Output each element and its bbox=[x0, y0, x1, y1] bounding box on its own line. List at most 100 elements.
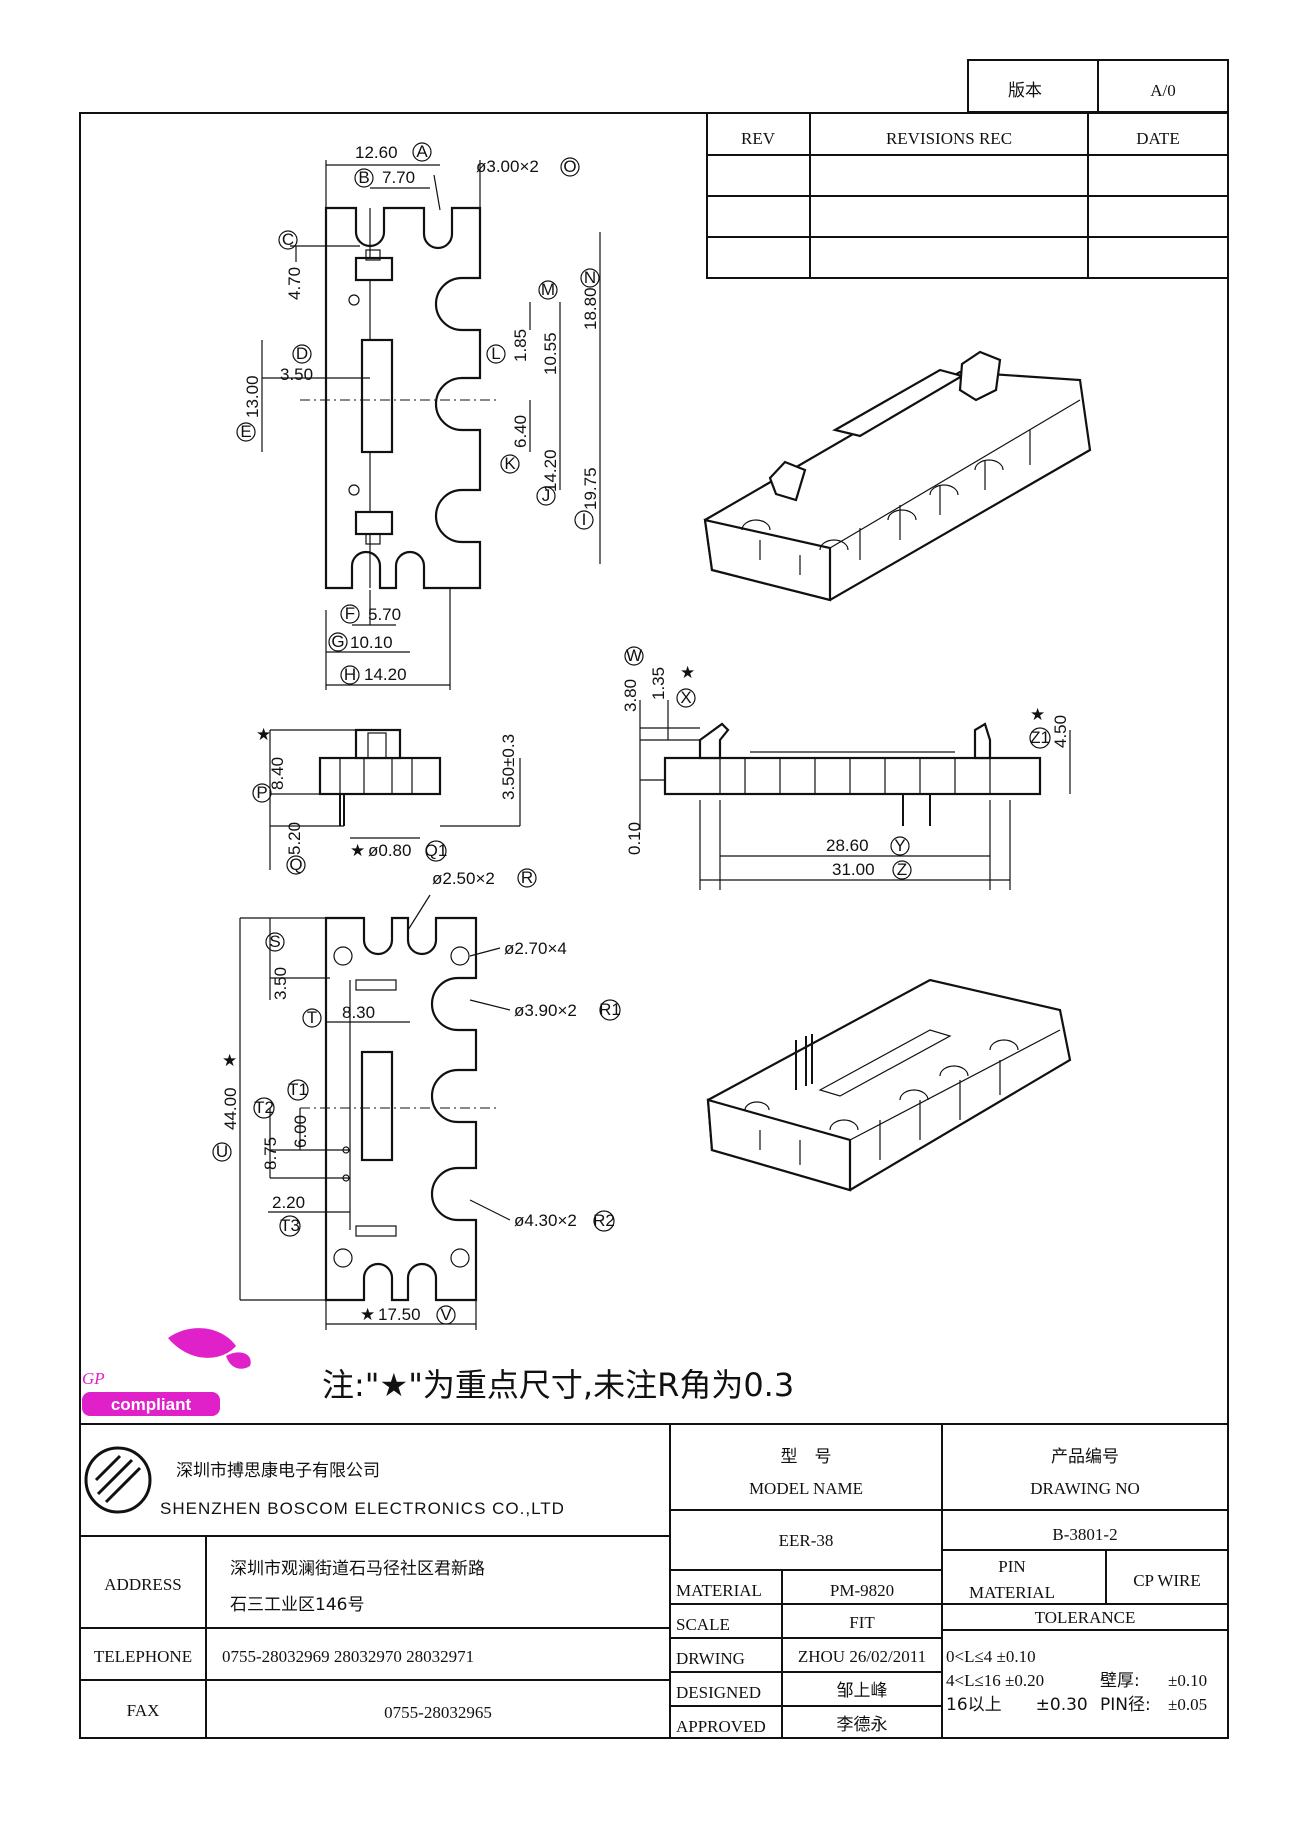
callout-i: I bbox=[574, 510, 594, 530]
address-label: ADDRESS bbox=[104, 1575, 181, 1594]
svg-text:Y: Y bbox=[894, 836, 905, 855]
top-view: 12.60 7.70 ø3.00×2 4.70 18.80 1.85 10.55… bbox=[236, 142, 601, 690]
svg-text:Q: Q bbox=[289, 855, 302, 874]
compliant-text: compliant bbox=[111, 1395, 192, 1414]
pin-diameter-label: PIN径: bbox=[1100, 1695, 1151, 1715]
dim-o: ø3.00×2 bbox=[476, 157, 539, 176]
svg-text:W: W bbox=[626, 646, 642, 665]
side-view: 3.80 1.35 ★ 4.50 ★ 0.10 28.60 31.00 W X … bbox=[621, 646, 1071, 890]
version-value: A/0 bbox=[1150, 81, 1176, 100]
callout-d: D bbox=[292, 344, 312, 364]
svg-text:Z: Z bbox=[897, 860, 907, 879]
wall-thickness-value: ±0.10 bbox=[1168, 1671, 1207, 1690]
drwing-value: ZHOU 26/02/2011 bbox=[798, 1647, 926, 1666]
callout-j: J bbox=[536, 486, 556, 506]
bottom-view: ø2.50×2 ø2.70×4 3.50 8.30 ø3.90×2 ★ 44.0… bbox=[212, 868, 621, 1330]
svg-text:H: H bbox=[344, 665, 356, 684]
callout-b: B bbox=[354, 168, 374, 188]
dim-c: 4.70 bbox=[285, 267, 304, 300]
svg-text:N: N bbox=[584, 268, 596, 287]
star-q1: ★ bbox=[350, 841, 365, 860]
svg-text:T1: T1 bbox=[288, 1080, 308, 1099]
svg-text:Z1: Z1 bbox=[1030, 728, 1050, 747]
callout-r2: R2 bbox=[593, 1210, 615, 1232]
svg-text:A: A bbox=[416, 142, 428, 161]
callout-k: K bbox=[500, 454, 520, 474]
dim-w: 3.80 bbox=[621, 679, 640, 712]
dim-b: 7.70 bbox=[382, 168, 415, 187]
fax-value: 0755-28032965 bbox=[384, 1703, 492, 1722]
drawing-no-en: DRAWING NO bbox=[1030, 1479, 1140, 1498]
star-p: ★ bbox=[256, 725, 271, 744]
callout-r1: R1 bbox=[599, 999, 621, 1021]
material-value: PM-9820 bbox=[830, 1581, 894, 1600]
dim-t1t2: 6.00 bbox=[291, 1115, 310, 1148]
dim-x: 1.35 bbox=[649, 667, 668, 700]
svg-text:J: J bbox=[542, 486, 551, 505]
company-logo bbox=[84, 1446, 152, 1514]
revisions-table: REV REVISIONS REC DATE bbox=[706, 112, 1229, 279]
dim-q: 5.20 bbox=[285, 822, 304, 855]
dim-010: 0.10 bbox=[625, 822, 644, 855]
dim-holes: ø2.70×4 bbox=[504, 939, 567, 958]
svg-text:E: E bbox=[240, 422, 251, 441]
wall-thickness-label: 壁厚: bbox=[1100, 1671, 1140, 1691]
star-v: ★ bbox=[360, 1305, 375, 1324]
pin-value: CP WIRE bbox=[1133, 1571, 1201, 1590]
svg-text:B: B bbox=[358, 168, 369, 187]
callout-o: O bbox=[560, 157, 580, 177]
tolerance-label: TOLERANCE bbox=[1035, 1608, 1136, 1627]
callout-g: G bbox=[328, 632, 348, 652]
callout-t3: T3 bbox=[279, 1215, 301, 1237]
callout-z: Z bbox=[892, 860, 912, 880]
svg-text:I: I bbox=[582, 510, 587, 529]
address-line2: 石三工业区146号 bbox=[230, 1595, 364, 1615]
drawing-border bbox=[79, 112, 1229, 1739]
dim-y: 28.60 bbox=[826, 836, 869, 855]
svg-text:T: T bbox=[307, 1008, 317, 1027]
callout-t1: T1 bbox=[287, 1079, 309, 1101]
front-view: 8.40 ★ 3.50±0.3 5.20 ★ ø0.80 P Q Q1 bbox=[252, 725, 521, 875]
isometric-view-top bbox=[703, 350, 1092, 602]
telephone-label: TELEPHONE bbox=[94, 1647, 192, 1666]
callout-s: S bbox=[265, 932, 285, 952]
callout-u: U bbox=[212, 1142, 232, 1162]
dim-d: 3.50 bbox=[280, 365, 313, 384]
fax-label: FAX bbox=[127, 1701, 160, 1720]
dim-z1: 4.50 bbox=[1051, 715, 1070, 748]
svg-text:K: K bbox=[504, 454, 516, 473]
dim-r2: ø4.30×2 bbox=[514, 1211, 577, 1230]
callout-q1: Q1 bbox=[425, 840, 447, 862]
dim-g: 10.10 bbox=[350, 633, 393, 652]
callout-n: N bbox=[580, 268, 600, 288]
designed-label: DESIGNED bbox=[676, 1683, 761, 1702]
pin-label-2: MATERIAL bbox=[969, 1583, 1055, 1602]
star-u: ★ bbox=[222, 1051, 237, 1070]
tolerance-row-1: 0<L≤4 ±0.10 bbox=[946, 1647, 1036, 1666]
dim-t3: 2.20 bbox=[272, 1193, 305, 1212]
dim-q1: ø0.80 bbox=[368, 841, 411, 860]
svg-text:P: P bbox=[256, 783, 267, 802]
dim-u: 44.00 bbox=[221, 1087, 240, 1130]
svg-text:C: C bbox=[282, 230, 294, 249]
callout-q: Q bbox=[286, 855, 306, 875]
svg-text:X: X bbox=[680, 688, 691, 707]
callout-l: L bbox=[486, 344, 506, 364]
dim-m-n: 18.80 bbox=[581, 287, 600, 330]
callout-h: H bbox=[340, 665, 360, 685]
callout-y: Y bbox=[890, 836, 910, 856]
svg-text:T3: T3 bbox=[280, 1216, 300, 1235]
svg-text:F: F bbox=[345, 604, 355, 623]
callout-m: M bbox=[538, 280, 558, 300]
callout-t: T bbox=[302, 1008, 322, 1028]
svg-text:R2: R2 bbox=[593, 1211, 615, 1230]
approved-label: APPROVED bbox=[676, 1717, 766, 1736]
gp-compliant-logo: GP compliant bbox=[82, 1328, 251, 1416]
drawing-no-cn: 产品编号 bbox=[1051, 1447, 1119, 1467]
svg-text:O: O bbox=[563, 157, 576, 176]
dim-t: 8.30 bbox=[342, 1003, 375, 1022]
tolerance-row-3: 16以上 ±0.30 bbox=[946, 1695, 1088, 1715]
svg-text:R: R bbox=[521, 868, 533, 887]
dim-l2: 10.55 bbox=[541, 332, 560, 375]
svg-text:V: V bbox=[440, 1305, 452, 1324]
